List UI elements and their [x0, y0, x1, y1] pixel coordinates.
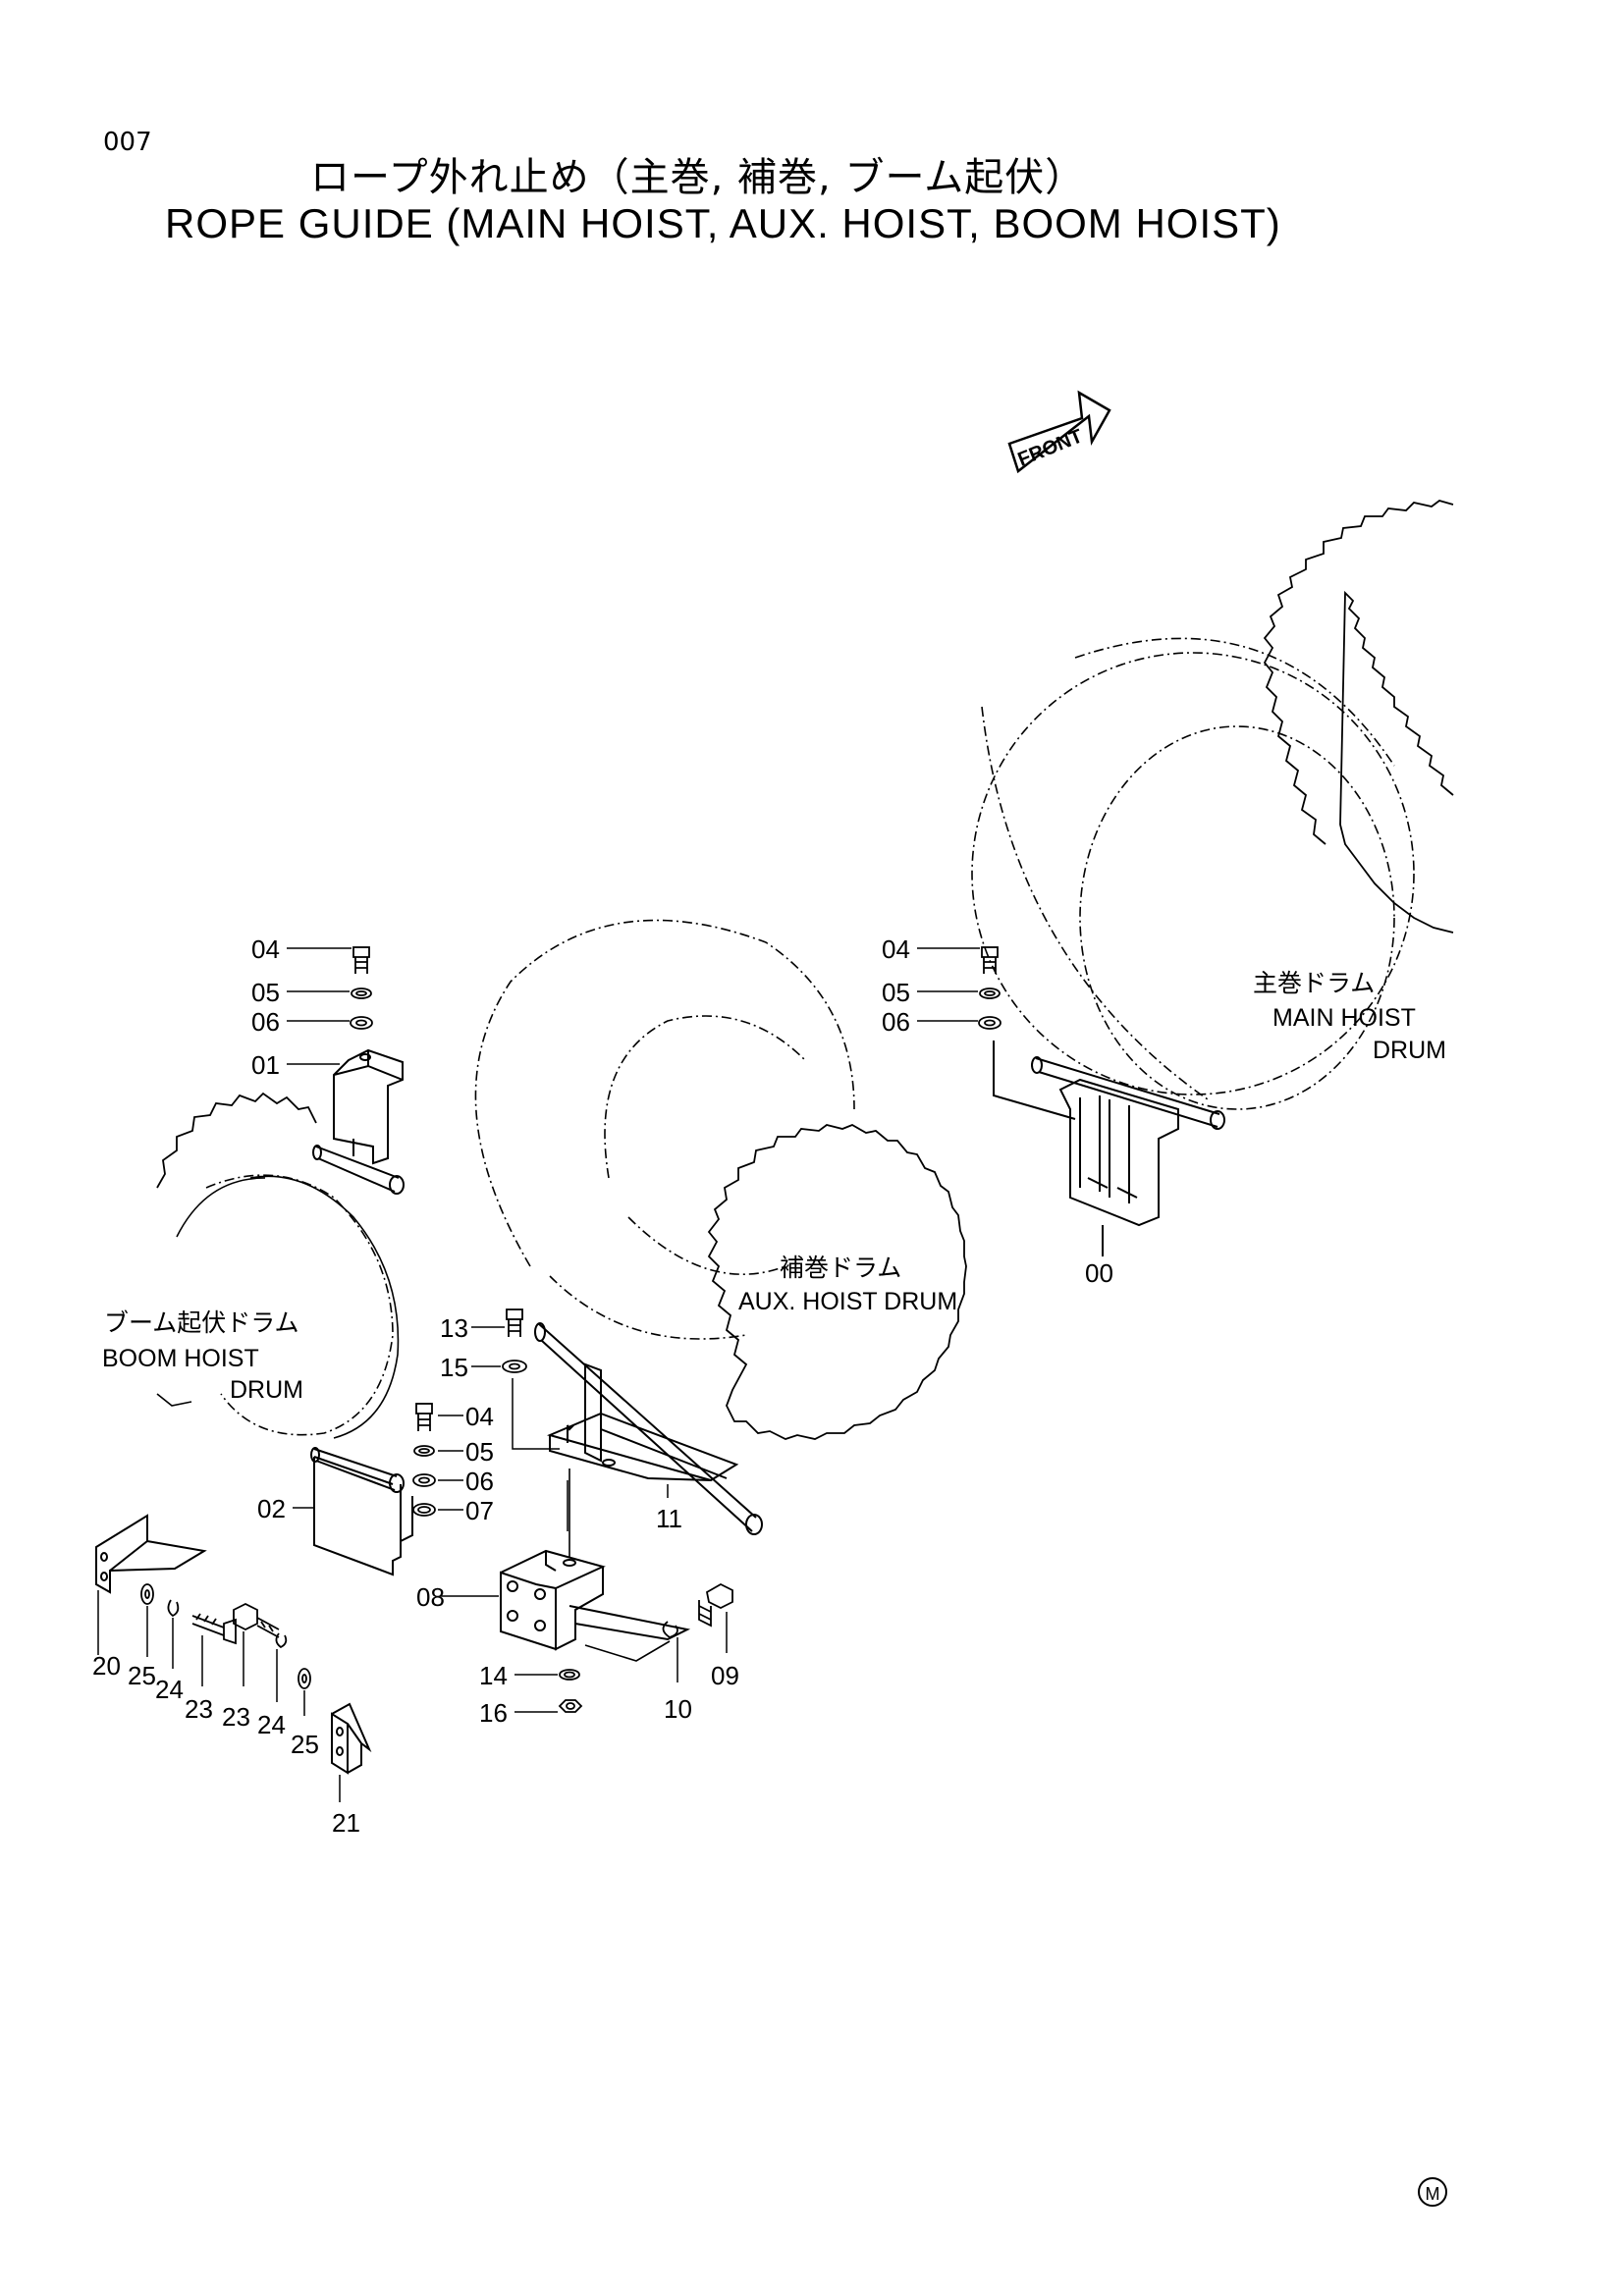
- callout-10: 10: [664, 1694, 692, 1724]
- leader-lines-lower-left: [146, 1606, 305, 1716]
- aux-drum-teeth: [707, 1124, 967, 1440]
- boom-drum-teeth-lower: [156, 1393, 192, 1407]
- callout-14: 14: [479, 1661, 508, 1690]
- callout-21: 21: [332, 1808, 360, 1838]
- callout-l-04: 04: [251, 934, 280, 964]
- boom-hoist-drum: [176, 1174, 400, 1439]
- callout-r-04: 04: [882, 934, 910, 964]
- callout-25b: 25: [291, 1730, 319, 1759]
- main-drum-label-jp: 主巻ドラム: [1253, 970, 1375, 997]
- bracket-00: [993, 1041, 1225, 1256]
- callout-23a: 23: [185, 1694, 213, 1724]
- callout-11: 11: [656, 1504, 682, 1533]
- callout-l-05: 05: [251, 978, 280, 1007]
- callout-r-06: 06: [882, 1007, 910, 1037]
- callout-16: 16: [479, 1698, 508, 1728]
- bracket-02: [310, 1447, 413, 1576]
- boom-drum-label-en2: DRUM: [230, 1376, 303, 1404]
- right-hardware-stack: [978, 946, 1001, 1030]
- corner-symbol: M: [1418, 2177, 1447, 2207]
- boom-drum-label-jp: ブーム起伏ドラム: [104, 1309, 299, 1337]
- main-drum-teeth: [1339, 590, 1454, 934]
- boom-drum-label-en1: BOOM HOIST: [102, 1345, 259, 1372]
- callout-25a: 25: [128, 1661, 156, 1690]
- callout-c-04: 04: [465, 1402, 494, 1431]
- page-number: 007: [103, 128, 152, 157]
- center-hardware: [502, 1308, 527, 1373]
- callout-24b: 24: [257, 1710, 286, 1739]
- callout-r-05: 05: [882, 978, 910, 1007]
- callout-20: 20: [92, 1651, 121, 1681]
- bracket-20: [95, 1514, 207, 1655]
- left-hardware-stack: [350, 946, 373, 1030]
- callout-15: 15: [440, 1353, 468, 1382]
- main-drum-label-en1: MAIN HOIST: [1272, 1004, 1416, 1032]
- leader-lines-right: [917, 947, 980, 1022]
- main-drum-teeth-outer: [1263, 500, 1454, 845]
- bracket-21: [331, 1702, 372, 1802]
- aux-drum-label-en1: AUX. HOIST DRUM: [738, 1288, 957, 1315]
- aux-hoist-drum: [474, 919, 855, 1340]
- title-japanese: ロープ外れ止め（主巻, 補巻, ブーム起伏）: [310, 155, 1086, 200]
- title-english: ROPE GUIDE (MAIN HOIST, AUX. HOIST, BOOM…: [165, 200, 1281, 246]
- center-lower-hardware: [558, 1582, 733, 1713]
- front-arrow-icon: FRONT: [1007, 390, 1111, 474]
- callout-24a: 24: [155, 1675, 184, 1704]
- callout-l-06: 06: [251, 1007, 280, 1037]
- bracket-08: [500, 1468, 691, 1662]
- callout-r-00: 00: [1085, 1258, 1113, 1288]
- callout-c-07: 07: [465, 1496, 494, 1525]
- callout-02: 02: [257, 1494, 286, 1523]
- lower-left-hardware: [140, 1583, 311, 1689]
- bracket-01: [312, 1048, 405, 1195]
- main-hoist-drum: [971, 637, 1415, 1110]
- leader-lines-center-top: [471, 1326, 669, 1531]
- callout-09: 09: [711, 1661, 739, 1690]
- leader-lines-left: [287, 947, 352, 1065]
- callout-c-06: 06: [465, 1467, 494, 1496]
- leader-lines-center-lower: [440, 1595, 728, 1713]
- callout-08: 08: [416, 1582, 445, 1612]
- bracket-11: [534, 1322, 763, 1535]
- leader-lines-center-left: [293, 1415, 463, 1511]
- callout-13: 13: [440, 1313, 468, 1343]
- callout-c-05: 05: [465, 1437, 494, 1467]
- center-left-hardware: [412, 1403, 436, 1517]
- aux-drum-label-jp: 補巻ドラム: [780, 1255, 901, 1282]
- front-label: FRONT: [1015, 425, 1086, 470]
- callout-l-01: 01: [251, 1050, 280, 1080]
- main-drum-label-en2: DRUM: [1373, 1037, 1446, 1064]
- callout-23b: 23: [222, 1702, 250, 1732]
- boom-drum-teeth: [156, 1092, 317, 1189]
